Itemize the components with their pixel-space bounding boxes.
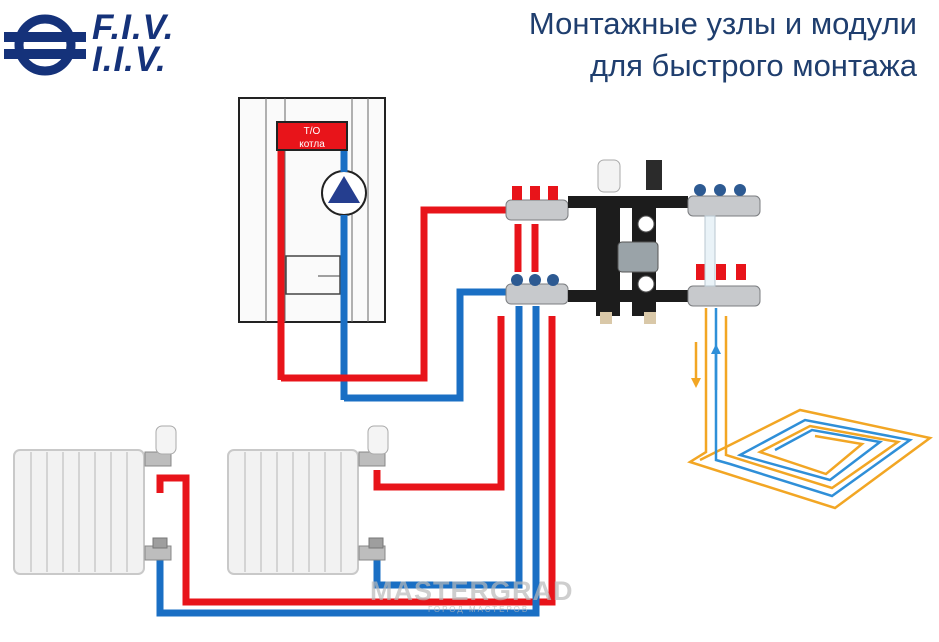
flow-direction-arrow-up-icon [711, 344, 721, 390]
lockshield-valve-icon [358, 537, 386, 561]
flow-direction-arrow-down-icon [691, 342, 701, 388]
lockshield-valve-icon [144, 537, 172, 561]
brand-line-2: I.I.V. [92, 40, 167, 79]
thermostatic-valve-icon [358, 425, 389, 467]
radiator-right [227, 449, 359, 575]
radiator-manifold [505, 186, 569, 305]
radiator-left [13, 449, 145, 575]
floor-manifold [687, 184, 761, 307]
page-title-line-1: Монтажные узлы и модули [528, 6, 917, 41]
thermostatic-valve-icon [144, 425, 177, 467]
boiler-return-pipe [344, 288, 512, 402]
page-title-line-2: для быстрого монтажа [589, 48, 917, 83]
fiv-logo-icon [4, 14, 86, 76]
boiler-heat-exchanger-label: Т/О котла [276, 121, 348, 151]
boiler-pump-icon [321, 170, 367, 216]
mixing-module [568, 159, 688, 324]
radiator-supply-pipe-left [156, 316, 556, 606]
radiator-supply-pipe-right [373, 316, 505, 491]
underfloor-heating-loop [687, 308, 933, 510]
radiator-return-pipe-right [373, 306, 523, 589]
boiler-supply-pipe [281, 206, 512, 382]
watermark-text: MASTERGRAD [370, 576, 574, 606]
watermark-tagline: ГОРОД МАСТЕРОВ [428, 605, 530, 614]
brand-line-1: F.I.V. [92, 8, 175, 47]
radiator-return-pipe-left [156, 306, 540, 617]
